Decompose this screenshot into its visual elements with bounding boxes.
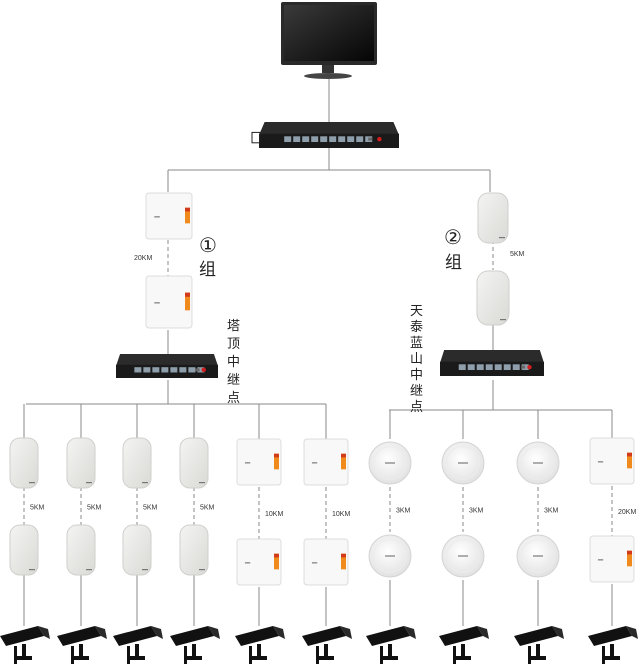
access-point-icon	[66, 524, 96, 576]
relay-label-tiantai-lanshan: 天泰蓝山中继点	[410, 304, 423, 415]
group-2-word: 组	[445, 253, 462, 273]
branch-distance-label: 5KM	[143, 505, 158, 512]
branch-distance-label: 20KM	[618, 509, 636, 516]
access-point-icon	[66, 437, 96, 489]
access-point-icon	[477, 192, 509, 244]
access-point-icon	[441, 441, 485, 485]
access-point-icon	[9, 524, 39, 576]
cctv-camera-icon	[366, 626, 416, 664]
access-point-icon	[179, 437, 209, 489]
monitor-icon	[281, 2, 377, 79]
branch-lines	[23, 404, 613, 626]
cctv-camera-icon	[235, 626, 285, 664]
branch-distance-label: 10KM	[332, 511, 350, 518]
cctv-camera-icon	[113, 626, 163, 664]
cctv-camera-icon	[588, 626, 638, 664]
access-point-icon	[476, 270, 510, 326]
cctv-camera-icon	[514, 626, 564, 664]
group-1-word: 组	[199, 260, 216, 280]
access-point-icon	[303, 538, 349, 586]
access-point-icon	[516, 534, 560, 578]
branch-distance-label: 5KM	[200, 505, 215, 512]
access-point-icon	[236, 538, 282, 586]
branch-distance-label: 5KM	[87, 505, 102, 512]
network-switch-icon	[440, 350, 544, 376]
access-point-icon	[9, 437, 39, 489]
cctv-camera-icon	[302, 626, 352, 664]
cctv-camera-icon	[0, 626, 50, 664]
access-point-icon	[145, 275, 193, 329]
branch-devices: 5KM 5KM 5KM 5KM 10KM 10KM 3KM 3KM 3KM 20KM	[0, 437, 638, 664]
access-point-icon	[122, 437, 152, 489]
relay-label-tower-top: 塔顶中继点	[227, 319, 240, 406]
group-2-marker: ②	[444, 225, 462, 249]
branch-distance-label: 10KM	[265, 511, 283, 518]
cctv-camera-icon	[439, 626, 489, 664]
access-point-icon	[368, 441, 412, 485]
access-point-icon	[122, 524, 152, 576]
network-switch-icon	[251, 122, 399, 148]
group-1-marker: ①	[199, 233, 217, 257]
cctv-camera-icon	[57, 626, 107, 664]
access-point-icon	[516, 441, 560, 485]
access-point-icon	[145, 192, 193, 240]
branch-distance-label: 3KM	[396, 508, 411, 515]
network-switch-icon	[116, 354, 218, 378]
access-point-icon	[179, 524, 209, 576]
branch-distance-label: 5KM	[30, 505, 45, 512]
access-point-icon	[303, 438, 349, 486]
cctv-camera-icon	[170, 626, 220, 664]
access-point-icon	[441, 534, 485, 578]
branch-distance-label: 3KM	[469, 508, 484, 515]
access-point-icon	[589, 535, 635, 583]
access-point-icon	[236, 438, 282, 486]
access-point-icon	[589, 437, 635, 485]
group-1-link-distance: 20KM	[134, 255, 152, 262]
group-2-link-distance: 5KM	[510, 251, 525, 258]
connection-lines	[26, 78, 612, 411]
branch-distance-label: 3KM	[544, 508, 559, 515]
access-point-icon	[368, 534, 412, 578]
